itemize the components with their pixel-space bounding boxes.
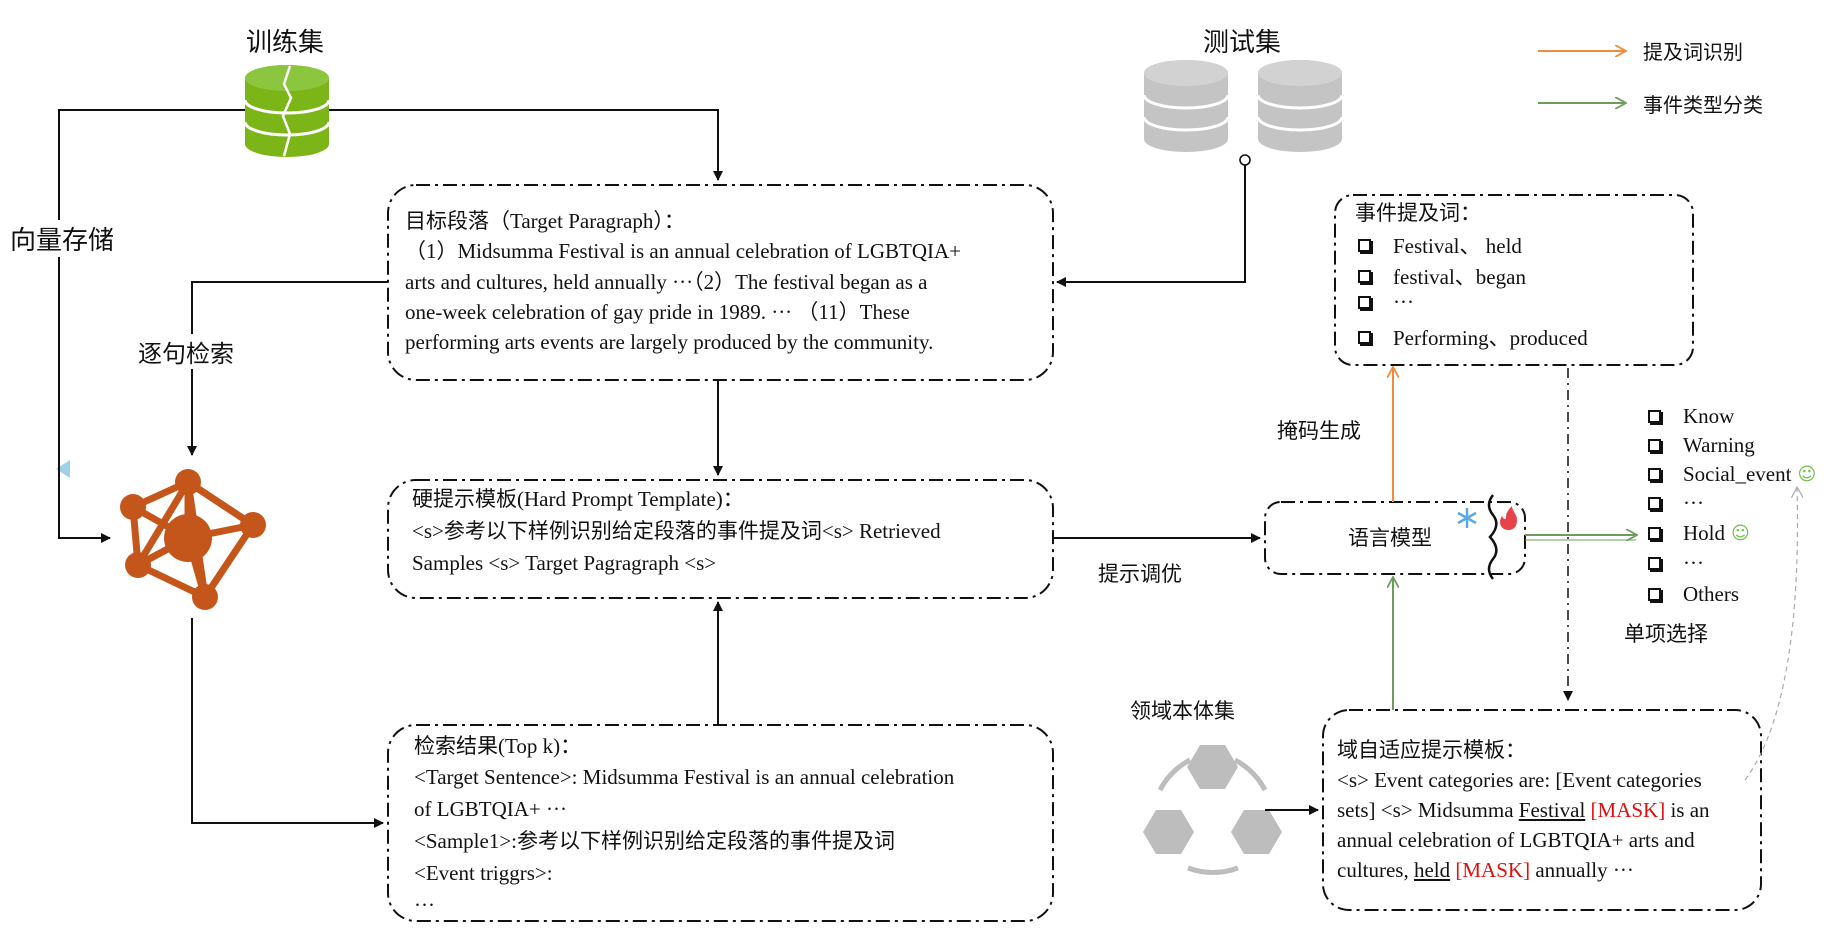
checkbox-icon [1648, 588, 1661, 601]
event-type-option: Warning [1648, 433, 1755, 458]
checkbox-icon [1358, 296, 1371, 309]
domain-prompt-line: annual celebration of LGBTQIA+ arts and [1337, 828, 1695, 852]
event-mentions-box [1334, 194, 1694, 366]
legend-mention-recognition: 提及词识别 [1643, 40, 1743, 64]
event-type-option: Hold☺ [1648, 521, 1750, 546]
retrieval-result-line: of LGBTQIA+ ··· [414, 797, 567, 821]
checkbox-icon [1358, 330, 1371, 344]
checkbox-icon [1648, 468, 1661, 481]
mask-token: [MASK] [1450, 858, 1531, 882]
target-paragraph-line: arts and cultures, held annually ···（2）T… [405, 270, 928, 294]
legend-event-classification: 事件类型分类 [1643, 93, 1763, 117]
blue-marker-icon [56, 460, 70, 478]
event-mention-item: Performing、produced [1358, 322, 1588, 352]
checkbox-icon [1648, 557, 1661, 570]
model-brace [1487, 494, 1498, 580]
checkbox-icon [1648, 497, 1661, 510]
event-mention-item: ··· [1358, 290, 1414, 315]
checkbox-icon [1648, 439, 1661, 452]
single-choice-label: 单项选择 [1624, 622, 1708, 646]
hard-prompt-line: Samples <s> Target Pagragraph <s> [412, 551, 717, 575]
retrieval-result-line: <Target Sentence>: Midsumma Festival is … [414, 765, 955, 789]
retrieval-result-line: <Event triggrs>: [414, 861, 553, 885]
prompt-tuning-label: 提示调优 [1098, 562, 1182, 586]
retrieval-result-line: ··· [414, 893, 435, 917]
target-paragraph-line: 目标段落（Target Paragraph）： [405, 209, 685, 233]
checkbox-icon [1648, 410, 1661, 423]
domain-ontology-label: 领域本体集 [1130, 699, 1235, 723]
domain-prompt-box [1322, 709, 1762, 911]
event-mentions-title: 事件提及词： [1355, 201, 1481, 225]
test-database-icon [1142, 60, 1344, 152]
domain-prompt-line: sets] <s> Midsumma Festival [MASK] is an [1337, 798, 1710, 822]
hard-prompt-line: <s>参考以下样例识别给定段落的事件提及词<s> Retrieved [412, 519, 941, 543]
event-type-option: ··· [1648, 491, 1704, 516]
event-type-option: Social_event☺ [1648, 462, 1816, 487]
training-database-icon [243, 65, 331, 157]
retrieval-results-box [387, 724, 1054, 922]
event-type-option: ··· [1648, 551, 1704, 576]
trigger-word: Festival [1518, 798, 1586, 822]
vector-network-icon [120, 469, 266, 610]
snowflake-icon [1457, 508, 1477, 528]
domain-prompt-line: <s> Event categories are: [Event categor… [1337, 768, 1702, 792]
mask-token: [MASK] [1585, 798, 1666, 822]
sentence-retrieval-label: 逐句检索 [138, 334, 234, 369]
test-set-label: 测试集 [1203, 28, 1282, 58]
event-type-option: Others [1648, 582, 1739, 607]
checkbox-icon [1648, 527, 1661, 540]
target-paragraph-line: performing arts events are largely produ… [405, 330, 934, 354]
retrieval-result-line: 检索结果(Top k)： [414, 734, 582, 758]
train-set-label: 训练集 [246, 28, 325, 58]
target-paragraph-line: （1）Midsumma Festival is an annual celebr… [405, 239, 961, 263]
domain-prompt-line: cultures, held [MASK] annually ··· [1337, 858, 1634, 882]
event-mention-item: festival、began [1358, 261, 1526, 291]
hard-prompt-line: 硬提示模板(Hard Prompt Template)： [412, 487, 744, 511]
domain-ontology-icon [1143, 745, 1282, 875]
retrieval-result-line: <Sample1>:参考以下样例识别给定段落的事件提及词 [414, 829, 896, 853]
event-mention-item: Festival、 held [1358, 230, 1522, 260]
mask-generation-label: 掩码生成 [1277, 419, 1361, 443]
checkbox-icon [1358, 238, 1371, 252]
vector-store-label: 向量存储 [10, 220, 115, 257]
fire-icon [1500, 506, 1517, 530]
domain-prompt-title: 域自适应提示模板： [1337, 738, 1526, 762]
event-type-option: Know [1648, 404, 1734, 429]
smiley-icon: ☺ [1797, 464, 1817, 485]
smiley-icon: ☺ [1731, 523, 1750, 544]
trigger-word: held [1413, 858, 1451, 882]
language-model-label: 语言模型 [1348, 526, 1432, 550]
target-paragraph-line: one-week celebration of gay pride in 198… [405, 300, 910, 324]
language-model-box [1264, 501, 1526, 575]
checkbox-icon [1358, 269, 1371, 283]
